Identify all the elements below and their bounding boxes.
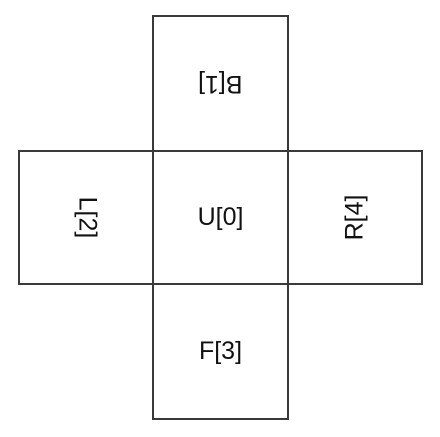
face-back-label: B[1] bbox=[198, 70, 243, 98]
face-up-label: U[0] bbox=[197, 203, 244, 231]
face-front: F[3] bbox=[152, 283, 289, 420]
face-up: U[0] bbox=[152, 150, 289, 285]
face-right: R[4] bbox=[287, 150, 423, 285]
face-left-label: L[2] bbox=[72, 196, 101, 239]
face-left: L[2] bbox=[18, 150, 155, 285]
face-back: B[1] bbox=[152, 15, 289, 152]
face-right-label: R[4] bbox=[340, 194, 369, 241]
face-front-label: F[3] bbox=[198, 337, 243, 365]
